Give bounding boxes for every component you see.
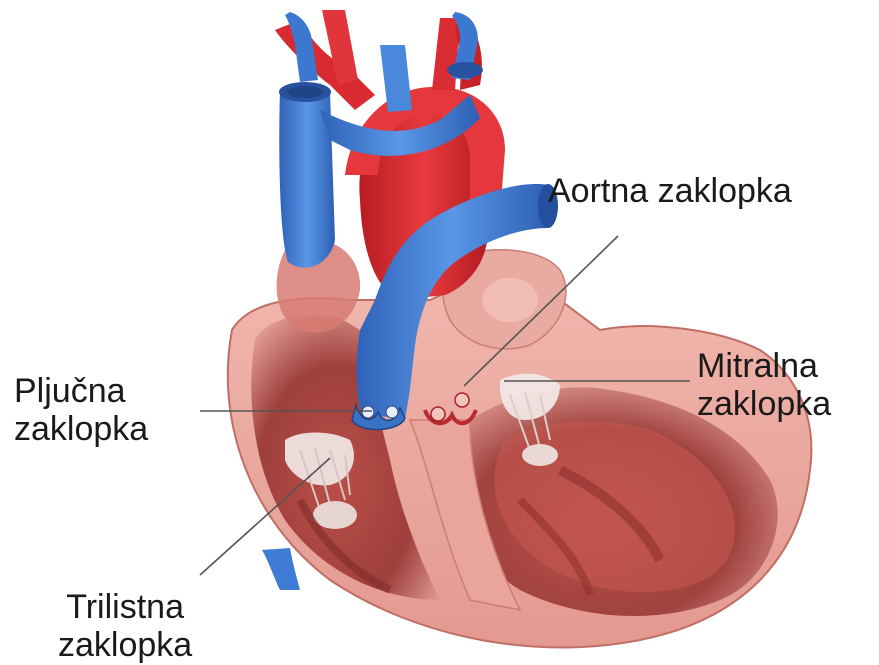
label-pljucna-line-2: zaklopka <box>14 410 148 448</box>
label-trilistna-line-2: zaklopka <box>58 626 192 664</box>
label-mitralna-line-1: Mitralna <box>697 347 831 385</box>
label-pljucna-zaklopka: Pljučna zaklopka <box>14 372 148 448</box>
label-pljucna-line-1: Pljučna <box>14 372 148 410</box>
label-mitralna-line-2: zaklopka <box>697 385 831 423</box>
label-mitralna-zaklopka: Mitralna zaklopka <box>697 347 831 423</box>
vena-cava <box>279 83 335 268</box>
label-aortna-line-1: Aortna zaklopka <box>548 172 792 210</box>
label-aortna-zaklopka: Aortna zaklopka <box>548 172 792 210</box>
label-trilistna-zaklopka: Trilistna zaklopka <box>58 588 192 664</box>
label-trilistna-line-1: Trilistna <box>58 588 192 626</box>
